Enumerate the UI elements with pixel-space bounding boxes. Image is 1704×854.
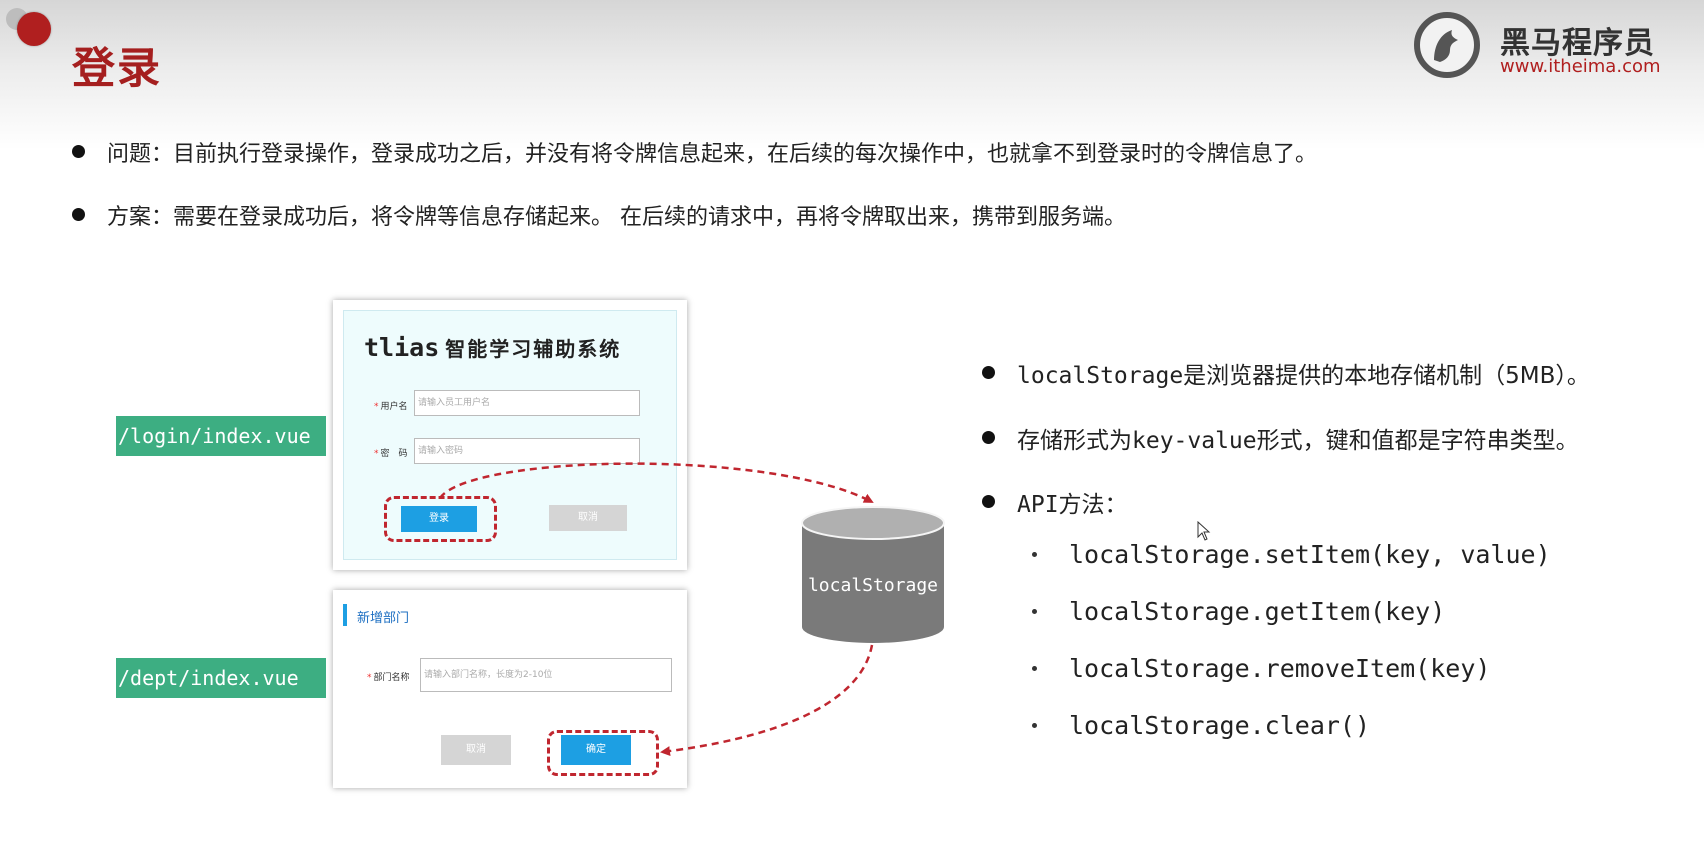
bullet-solution: 方案：需要在登录成功后，将令牌等信息存储起来。 在后续的请求中，再将令牌取出来，… <box>72 199 1126 231</box>
right-bullet-1-code: localStorage <box>1017 363 1184 389</box>
dept-form-screenshot: 新增部门 *部门名称 请输入部门名称，长度为2-10位 取消 确定 <box>333 590 687 788</box>
cancel-button[interactable]: 取消 <box>549 505 627 531</box>
login-button[interactable]: 登录 <box>401 506 477 532</box>
dept-name-label: *部门名称 <box>367 673 410 683</box>
bullet-dot-icon <box>72 145 85 158</box>
api-method-removeitem: localStorage.removeItem(key) <box>1032 654 1490 683</box>
password-input[interactable]: 请输入密码 <box>414 438 640 464</box>
dept-title-bar <box>343 604 347 626</box>
bullet-dot-icon <box>72 208 85 221</box>
sub-bullet-icon <box>1032 723 1037 728</box>
localstorage-cylinder-icon <box>801 506 945 643</box>
dept-path-label: /dept/index.vue <box>116 658 326 698</box>
brand-logo: 黑马程序员 www.itheima.com <box>1414 10 1664 82</box>
password-label: *密 码 <box>374 449 408 459</box>
brand-name: 黑马程序员 <box>1500 26 1655 61</box>
api-method-setitem: localStorage.setItem(key, value) <box>1032 540 1551 569</box>
right-bullet-2: 存储形式为key-value形式，键和值都是字符串类型。 <box>982 421 1579 455</box>
arrow-storage-to-confirm <box>660 644 874 756</box>
right-bullet-2-pre: 存储形式为 <box>1017 428 1132 454</box>
brand-url: www.itheima.com <box>1500 56 1661 77</box>
api-method-getitem: localStorage.getItem(key) <box>1032 597 1445 626</box>
login-title-cn: 智能学习辅助系统 <box>445 337 622 361</box>
right-bullet-2-code: key-value <box>1132 428 1257 454</box>
api-method-clear: localStorage.clear() <box>1032 711 1370 740</box>
username-label: *用户名 <box>374 402 408 412</box>
bullet-solution-text: 方案：需要在登录成功后，将令牌等信息存储起来。 在后续的请求中，再将令牌取出来，… <box>107 205 1126 230</box>
dept-cancel-button[interactable]: 取消 <box>441 735 511 765</box>
bullet-problem-text: 问题：目前执行登录操作，登录成功之后，并没有将令牌信息起来，在后续的每次操作中，… <box>107 142 1318 167</box>
arrow-login-to-storage <box>438 462 874 504</box>
login-path-label: /login/index.vue <box>116 416 326 456</box>
login-title-en: tlias <box>364 333 440 362</box>
horse-logo-icon <box>1414 12 1480 78</box>
confirm-button-highlight <box>547 730 659 776</box>
dept-name-input[interactable]: 请输入部门名称，长度为2-10位 <box>420 658 672 692</box>
dept-form-title: 新增部门 <box>357 611 410 626</box>
decor-dot-red <box>17 12 51 46</box>
dept-confirm-button[interactable]: 确定 <box>561 735 631 765</box>
right-bullet-1-text: 是浏览器提供的本地存储机制（5MB）。 <box>1183 363 1590 389</box>
username-input[interactable]: 请输入员工用户名 <box>414 390 640 416</box>
bullet-dot-icon <box>982 495 995 508</box>
sub-bullet-icon <box>1032 666 1037 671</box>
mouse-cursor-icon <box>1197 521 1211 541</box>
sub-bullet-icon <box>1032 609 1037 614</box>
bullet-dot-icon <box>982 431 995 444</box>
right-bullet-3-text: 方法： <box>1058 492 1128 518</box>
sub-bullet-icon <box>1032 552 1037 557</box>
right-bullet-3: API方法： <box>982 485 1128 519</box>
bullet-problem: 问题：目前执行登录操作，登录成功之后，并没有将令牌信息起来，在后续的每次操作中，… <box>72 136 1317 168</box>
right-bullet-1: localStorage是浏览器提供的本地存储机制（5MB）。 <box>982 356 1590 390</box>
localstorage-label: localStorage <box>807 575 939 596</box>
bullet-dot-icon <box>982 366 995 379</box>
right-bullet-3-code: API <box>1017 492 1059 518</box>
right-bullet-2-text: 形式，键和值都是字符串类型。 <box>1256 428 1579 454</box>
slide-title: 登录 <box>72 44 162 94</box>
